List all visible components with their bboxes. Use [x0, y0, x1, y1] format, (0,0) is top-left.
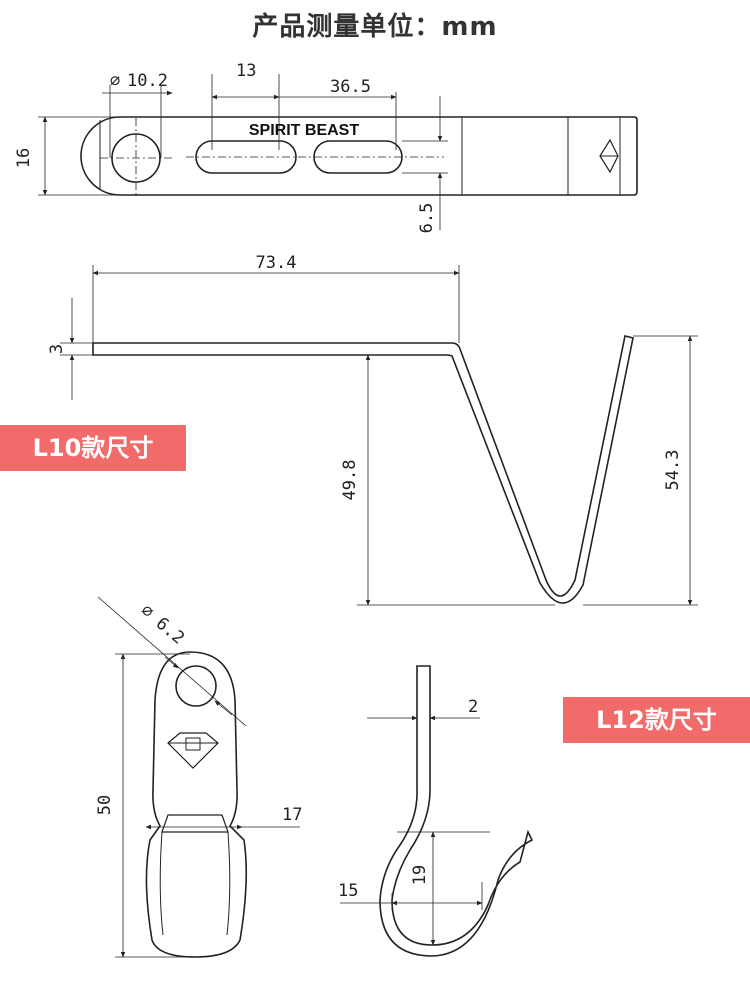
- l10-depth-inner-label: 49.8: [340, 460, 360, 501]
- l12-width-label: 17: [282, 805, 302, 825]
- l10-hole-dia-symbol: ⌀: [110, 71, 120, 91]
- l12-thickness-label: 2: [468, 697, 478, 717]
- l12-side-view: [340, 665, 534, 957]
- l10-side-view: [60, 265, 698, 606]
- l10-side-profile: [92, 335, 634, 604]
- l12-front-view: [97, 596, 300, 958]
- l10-slot-spacing-label: 36.5: [330, 77, 371, 97]
- l12-hole: [175, 665, 217, 707]
- l12-hook-width-label: 15: [338, 881, 358, 901]
- l10-top-view: [38, 74, 638, 230]
- l12-front-outline: [145, 651, 248, 958]
- l10-slot-length-label: 13: [236, 61, 256, 81]
- l12-hole-dia-symbol: ⌀: [137, 601, 158, 623]
- page-title: 产品测量单位：mm: [252, 12, 498, 42]
- l10-slot-left: [195, 140, 297, 174]
- l12-side-profile: [379, 665, 534, 957]
- l10-length-label: 73.4: [256, 253, 297, 273]
- l12-hole-dia-label: 6.2: [152, 614, 188, 649]
- l10-size-badge: L10款尺寸: [0, 425, 186, 471]
- l12-diamond-logo: [167, 732, 219, 769]
- l10-thickness-label: 3: [47, 344, 67, 354]
- l10-brand-text: SPIRIT BEAST: [249, 122, 359, 139]
- l10-slot-width-label: 6.5: [417, 203, 437, 234]
- l10-depth-outer-label: 54.3: [663, 450, 683, 491]
- l10-width-label: 16: [14, 148, 34, 168]
- l10-hole-dia-label: 10.2: [127, 71, 168, 91]
- l12-size-badge: L12款尺寸: [563, 697, 750, 743]
- l12-hook-height-label: 19: [410, 865, 430, 885]
- l12-height-label: 50: [95, 795, 115, 815]
